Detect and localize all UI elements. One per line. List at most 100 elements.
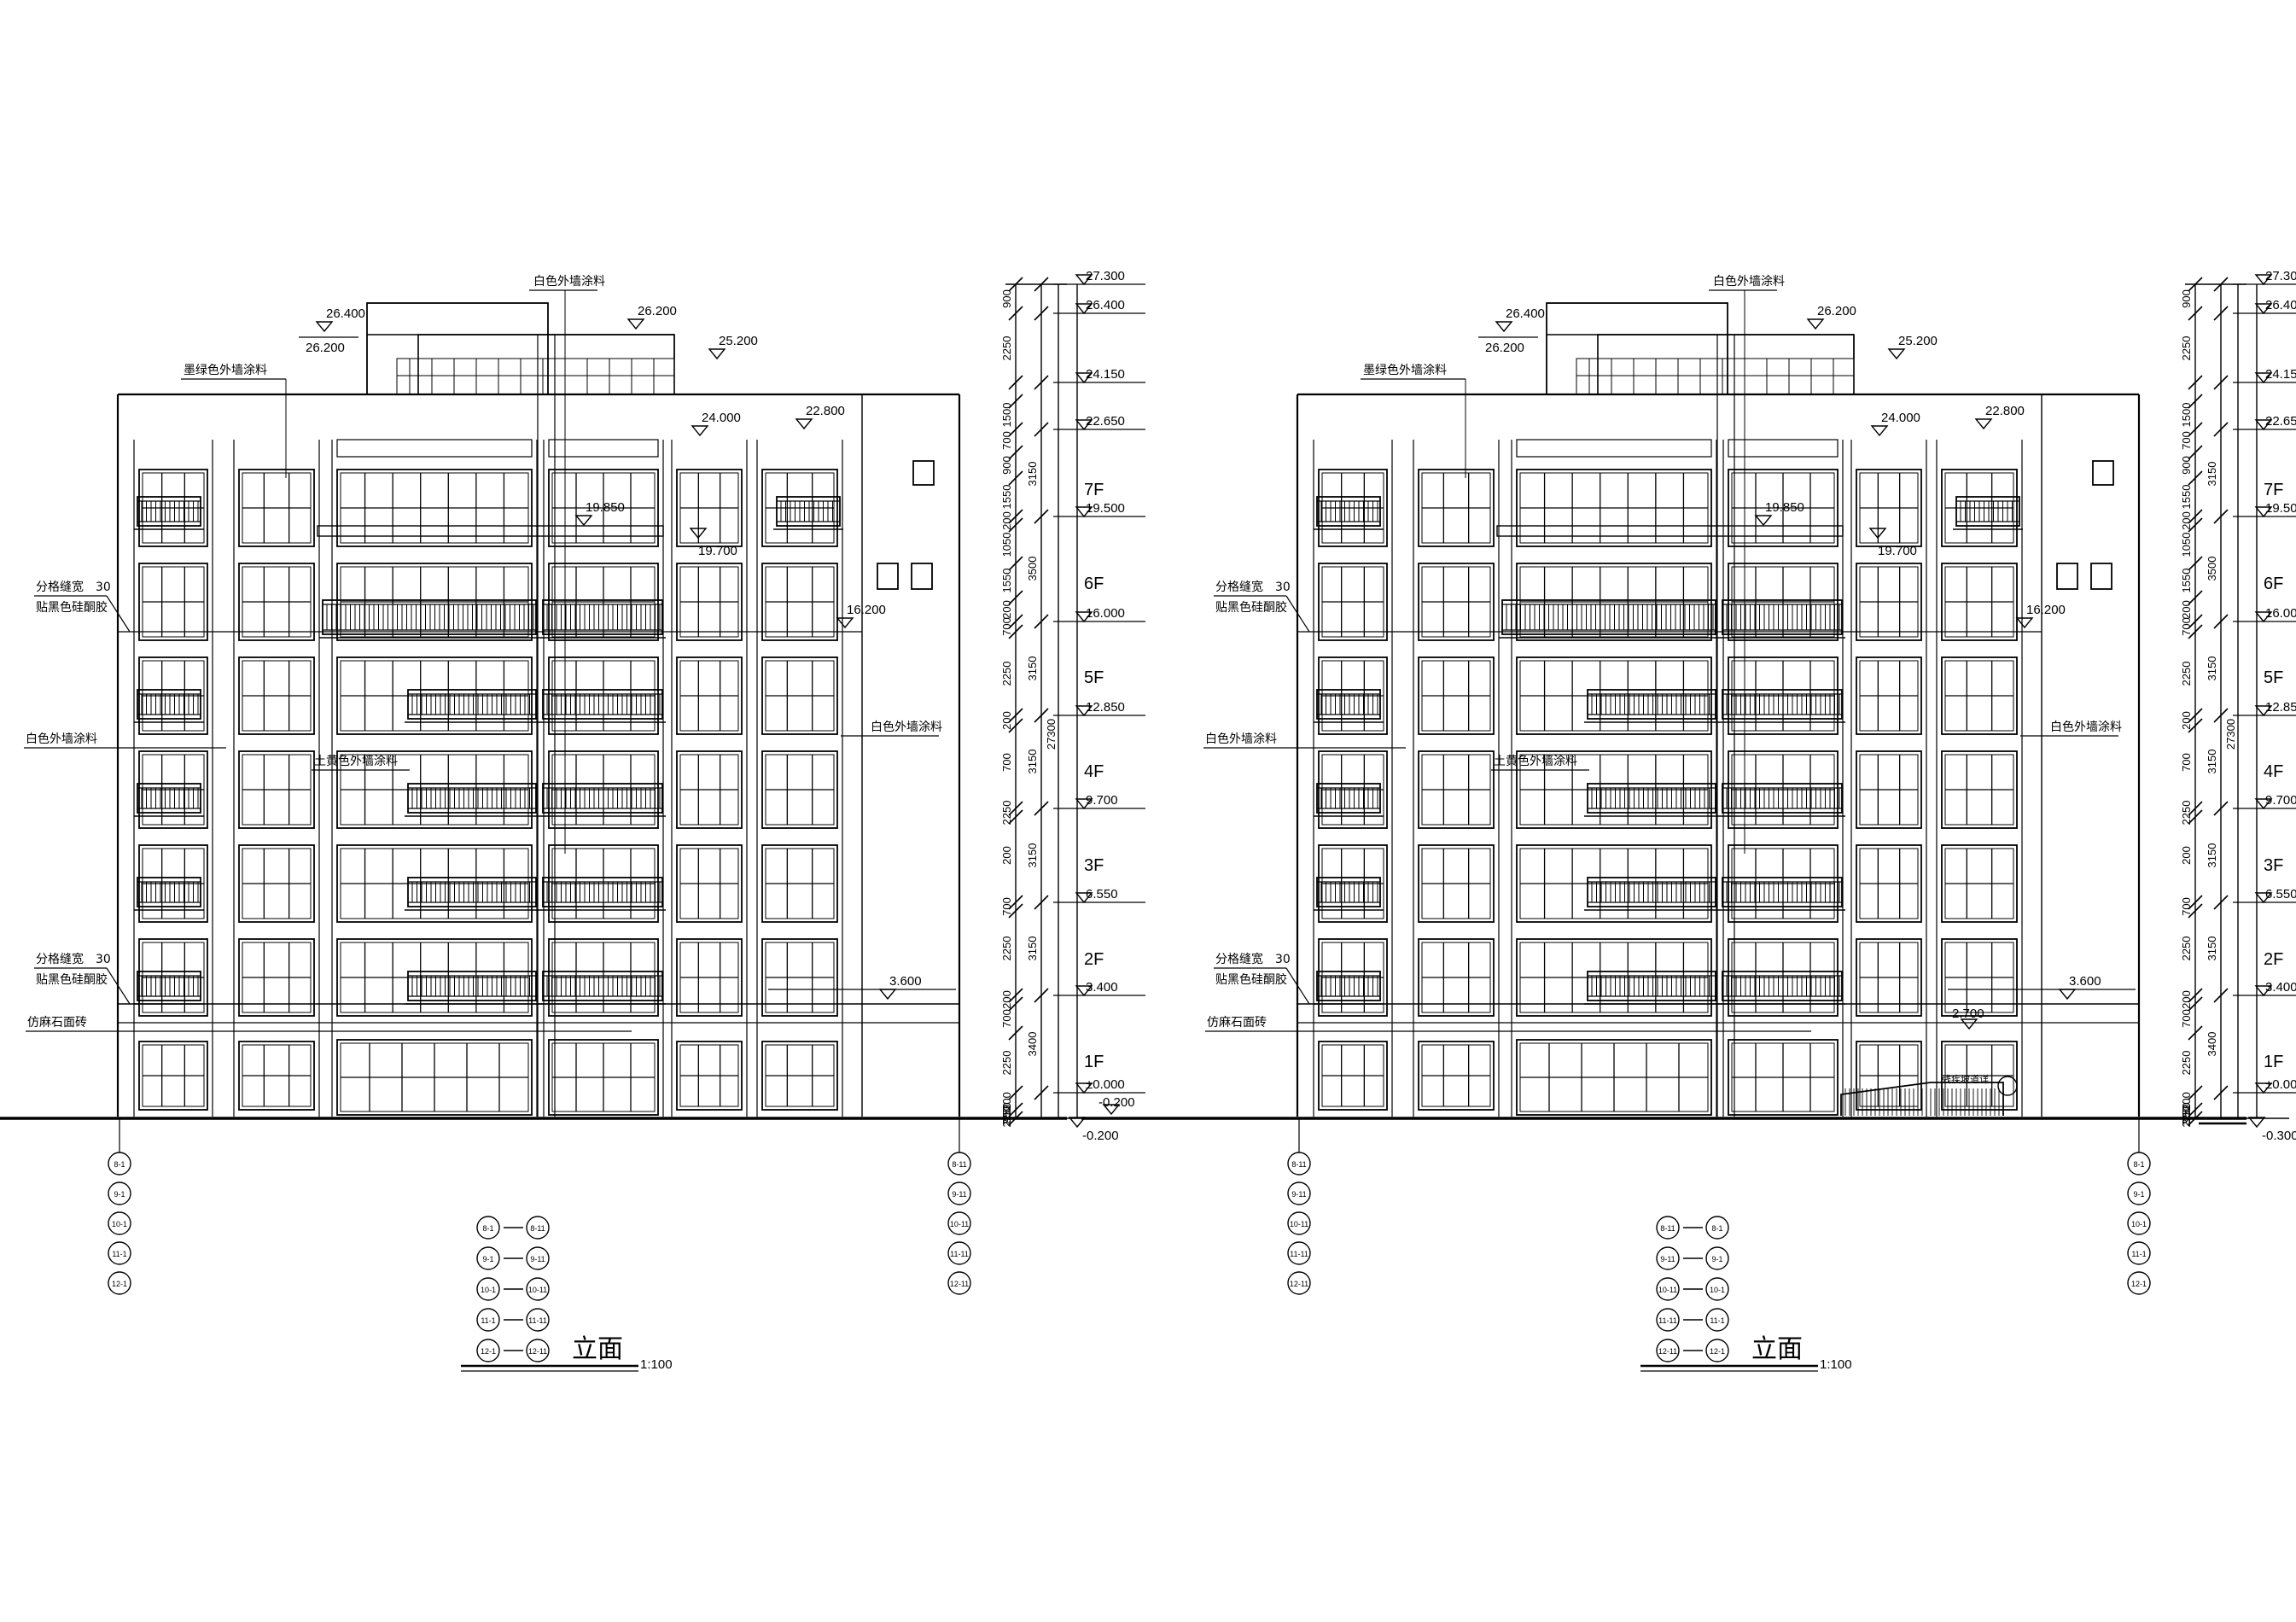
railing-frame [542,599,663,635]
material-note: 土黄色外墙涂料 [314,754,398,768]
level-marker [1102,1104,1121,1116]
level-value: ±0.000 [1086,1077,1125,1092]
window-frame [1941,938,2018,1017]
dimension-tick [2188,895,2203,910]
level-value: 27.300 [1086,269,1125,283]
window-frame [1856,656,1922,735]
dimension-tick [1008,801,1023,816]
dimension-value: 2250 [1000,1051,1013,1076]
balcony-railing [134,783,204,817]
window-frame [1516,844,1712,923]
balcony-railing [1719,783,1845,817]
dimension-total: 27300 [1045,719,1058,750]
material-note: 墨绿色外墙涂料 [184,363,267,377]
small-window [912,460,935,486]
level-value: 19.500 [2265,501,2296,516]
material-note: 贴黑色硅酮胶 [36,972,108,987]
level-marker [626,318,645,330]
dimension-value: 900 [1000,456,1013,475]
axis-label: 12-1 [2131,1280,2147,1288]
drawing-title-text: 立面 [572,1334,623,1364]
dimension-tick [1008,590,1023,605]
dimension-value: 700 [2180,431,2193,450]
dimension-tick [1008,1102,1023,1117]
level-value: 24.150 [2265,367,2296,382]
level-value-26400: 26.400 [326,306,365,321]
window [1941,750,2018,829]
railing-frame [1501,599,1716,635]
dimension-tick [1008,996,1023,1012]
material-note: 分格缝宽 30 [36,580,111,594]
level-marker [1495,321,1513,333]
window [1418,469,1495,547]
axis-label: 12-1 [112,1280,127,1288]
window-frame [548,656,659,735]
dimension-tick [2188,590,2203,605]
axis-bubble [476,1339,500,1362]
dimension-value: 2250 [2180,336,2193,361]
dimension-tick [1008,718,1023,733]
level-value-3600: 3.600 [2069,974,2101,989]
window-frame [138,844,208,923]
dimension-value: 3150 [1026,936,1039,961]
dimension-value: 2250 [1000,336,1013,361]
level-value-22800: 22.800 [1985,404,2025,418]
balcony-railing [1314,783,1384,817]
balcony-railing [1314,877,1384,911]
floor-label: 6F [2264,575,2283,593]
window [138,469,208,547]
window [676,469,743,547]
window-frame [238,750,315,829]
window [238,469,315,547]
ramp-note: 残疾坡道详 [1942,1073,1989,1085]
axis-label: 8-1 [482,1224,493,1233]
balcony-railing [319,599,539,639]
dimension-value: 3150 [2206,462,2218,487]
dimension-value: 3150 [2206,936,2218,961]
window-frame [1941,563,2018,641]
detail-callout-circle [1997,1076,2018,1096]
window [761,563,838,641]
axis-bubble [526,1216,550,1240]
window-frame [1728,656,1839,735]
balcony-railing [405,689,539,723]
dimension-tick [2188,470,2203,486]
balcony-railing [1584,783,1719,817]
axis-label: 8-1 [2133,1160,2144,1169]
railing-frame [542,783,663,814]
railing-frame [1722,599,1843,635]
axis-bubble [476,1216,500,1240]
dimension-value: 200 [1000,711,1013,730]
window [238,656,315,735]
window [238,844,315,923]
axis-label: 8-1 [114,1160,125,1169]
window-frame [1941,844,2018,923]
window [336,844,533,923]
level-marker [1887,348,1906,360]
dimension-tick [1034,375,1049,390]
railing-frame [1722,971,1843,1001]
level-value-24000: 24.000 [702,411,741,425]
dimension-tick [2188,375,2203,390]
railing-frame [542,689,663,720]
drawing-scale: 1:100 [1820,1357,1852,1372]
axis-label: 11-11 [950,1250,969,1258]
window-frame [336,750,533,829]
axis-label: 10-1 [481,1286,496,1294]
axis-bubble [947,1241,971,1265]
level-marker [2254,705,2273,717]
dimension-value: 2250 [1000,1103,1013,1128]
window-frame [676,656,743,735]
balcony-railing [1719,971,1845,1005]
balcony-railing [1314,689,1384,723]
window [1856,1041,1922,1111]
window-frame [676,563,743,641]
floor-label: 6F [1084,575,1104,593]
window-frame [1728,469,1839,547]
dimension-value: 1050 [1000,533,1013,557]
dimension-tick [1034,988,1049,1003]
level-value-26400: 26.400 [1506,306,1545,321]
window [1941,1041,2018,1111]
window [1941,656,2018,735]
